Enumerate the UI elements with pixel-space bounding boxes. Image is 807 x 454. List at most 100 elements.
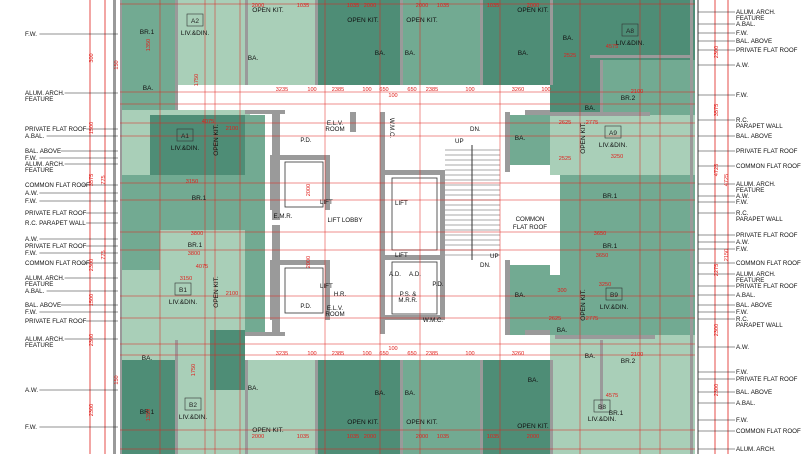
unit-a1-living	[150, 115, 250, 175]
dimension-value: 2775	[586, 316, 598, 322]
dimension-value: 650	[379, 351, 388, 357]
wall-segment	[697, 0, 699, 454]
dimension-value: 2000	[364, 434, 376, 440]
wall-segment	[380, 112, 385, 334]
unit-a9-area	[550, 115, 695, 175]
right-annotation-label: PARAPET WALL	[736, 123, 783, 130]
right-annotation-label: ALUM. ARCH.	[736, 271, 776, 278]
dimension-value: 4575	[606, 44, 618, 50]
dimension-value: 2000	[416, 434, 428, 440]
wall-segment	[315, 0, 318, 85]
dimension-value: 2275	[714, 264, 720, 276]
dimension-value: 300	[557, 288, 566, 294]
elv-room-label: E.L.V.	[327, 305, 344, 312]
dimension-value: 2625	[559, 120, 571, 126]
dimension-value: 2525	[559, 156, 571, 162]
pd-label: P.D.	[432, 281, 444, 288]
bath-label: BA.	[515, 292, 526, 299]
dimension-value: 4075	[202, 119, 214, 125]
right-annotation-label: COMMON FLAT ROOF	[736, 163, 801, 170]
floor-areas	[120, 0, 695, 454]
wall-segment	[600, 340, 603, 410]
unit-tag: B8	[598, 404, 606, 411]
dimension-value: 3260	[512, 351, 524, 357]
dimension-lines	[89, 0, 729, 454]
bath-label: BA.	[585, 353, 596, 360]
wmc-label: W.M.C.	[388, 118, 395, 139]
wall-segment	[270, 260, 330, 265]
wall-segment	[270, 155, 275, 210]
dimension-value: 2300	[89, 259, 95, 271]
dimension-value: 2775	[586, 120, 598, 126]
bath-label: BA.	[528, 377, 539, 384]
wall-segment	[272, 225, 280, 333]
ps-mrr-label: P.S. &	[400, 291, 418, 298]
living-dining-label: LIV.&DIN.	[599, 142, 627, 149]
right-annotation-label: ALUM. ARCH.	[736, 9, 776, 16]
wall-segment	[325, 260, 330, 320]
wall-segment	[385, 255, 445, 260]
unit-a2-bedroom	[120, 0, 175, 110]
open-kitchen-label: OPEN KIT.	[213, 276, 220, 308]
dimension-value: 100	[362, 351, 371, 357]
dimension-value: 2150	[724, 249, 730, 261]
dimension-value: 150	[114, 375, 120, 384]
dimension-value: 2385	[332, 87, 344, 93]
dimension-value: 100	[541, 87, 550, 93]
dimension-value: 2385	[426, 87, 438, 93]
bottom-unit-kit-1	[245, 360, 315, 454]
wall-segment	[550, 112, 650, 116]
right-annotation-label: R.C.	[736, 210, 749, 217]
left-annotation-label: PRIVATE FLAT ROOF	[25, 126, 87, 133]
left-annotation-label: A.W.	[25, 236, 38, 243]
right-annotation-label: A.W.	[736, 193, 749, 200]
dimension-value: 650	[407, 87, 416, 93]
bath-label: BA.	[518, 50, 529, 57]
right-annotation-label: BAL. ABOVE	[736, 38, 772, 45]
wall-segment	[245, 332, 285, 336]
wall-segment	[400, 0, 403, 85]
living-dining-label: LIV.&DIN.	[181, 30, 209, 37]
dimension-value: 2000	[306, 184, 312, 196]
ps-mrr-label: M.R.R.	[398, 297, 418, 304]
dimension-value: 3260	[512, 87, 524, 93]
dimension-value: 1035	[437, 434, 449, 440]
annotations: F.W. ALUM. ARCH. FEATURE PRIVATE FLAT ROOF A…	[25, 3, 801, 453]
dimension-value: 2000	[527, 434, 539, 440]
right-annotation-label: ALUM. ARCH.	[736, 446, 776, 453]
right-annotation-label: PRIVATE FLAT ROOF	[736, 376, 798, 383]
left-annotation-label: F.W.	[25, 309, 37, 316]
wmc-label: W.M.C.	[423, 317, 444, 324]
right-annotation-label: BAL. ABOVE	[736, 133, 772, 140]
wall-segment	[505, 260, 510, 335]
bottom-unit-kit-2	[315, 360, 400, 454]
dimension-value: 2100	[631, 89, 643, 95]
dimension-value: 3575	[714, 104, 720, 116]
ad-label: A.D.	[389, 271, 401, 278]
living-dining-label: LIV.&DIN.	[179, 414, 207, 421]
elv-room-label: ROOM	[325, 126, 344, 133]
dimension-value: 1035	[437, 3, 449, 9]
dimension-value: 1350	[146, 409, 152, 421]
dimension-value: 1035	[297, 434, 309, 440]
living-dining-label: LIV.&DIN.	[588, 416, 616, 423]
unit-tag: A8	[626, 28, 634, 35]
core-right-strip-top	[510, 115, 550, 165]
core-right-strip-bottom	[510, 265, 550, 340]
open-kitchen-label: OPEN KIT.	[347, 419, 379, 426]
wall-segment	[245, 110, 285, 114]
leader-lines	[39, 11, 735, 450]
right-annotation-label: PRIVATE FLAT ROOF	[736, 47, 798, 54]
dimension-value: 4575	[606, 393, 618, 399]
right-annotation-label: F.W.	[736, 417, 748, 424]
left-annotation-label: PRIVATE FLAT ROOF	[25, 318, 87, 325]
dimension-value: 1750	[191, 364, 197, 376]
ad-label: A.D.	[409, 271, 421, 278]
dimension-value: 3250	[611, 154, 623, 160]
top-unit-kit-3	[400, 0, 480, 85]
common-flat-roof-area	[510, 165, 550, 265]
open-kitchen-label: OPEN KIT.	[517, 7, 549, 14]
bottom-corridor	[245, 335, 550, 360]
left-annotation-label: FEATURE	[25, 281, 53, 288]
left-annotation-label: ALUM. ARCH.	[25, 90, 65, 97]
